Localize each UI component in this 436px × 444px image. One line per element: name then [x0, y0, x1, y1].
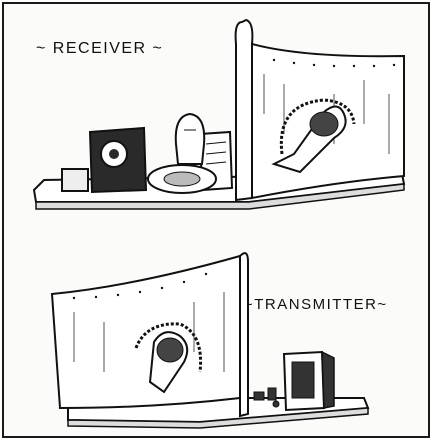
receiver-vacuum-tube — [176, 114, 204, 164]
transmitter-curved-shield — [240, 253, 248, 416]
receiver-terminal-block — [62, 169, 88, 191]
receiver-drawing — [4, 4, 432, 222]
transmitter-curved-panel — [52, 256, 240, 408]
transmitter-drawing — [4, 222, 432, 436]
receiver-panel: ~ RECEIVER ~ — [4, 4, 432, 222]
receiver-curved-shield — [236, 20, 253, 200]
transmitter-panel: ~TRANSMITTER~ — [4, 222, 432, 436]
illustration-frame: ~ RECEIVER ~ — [2, 2, 430, 438]
